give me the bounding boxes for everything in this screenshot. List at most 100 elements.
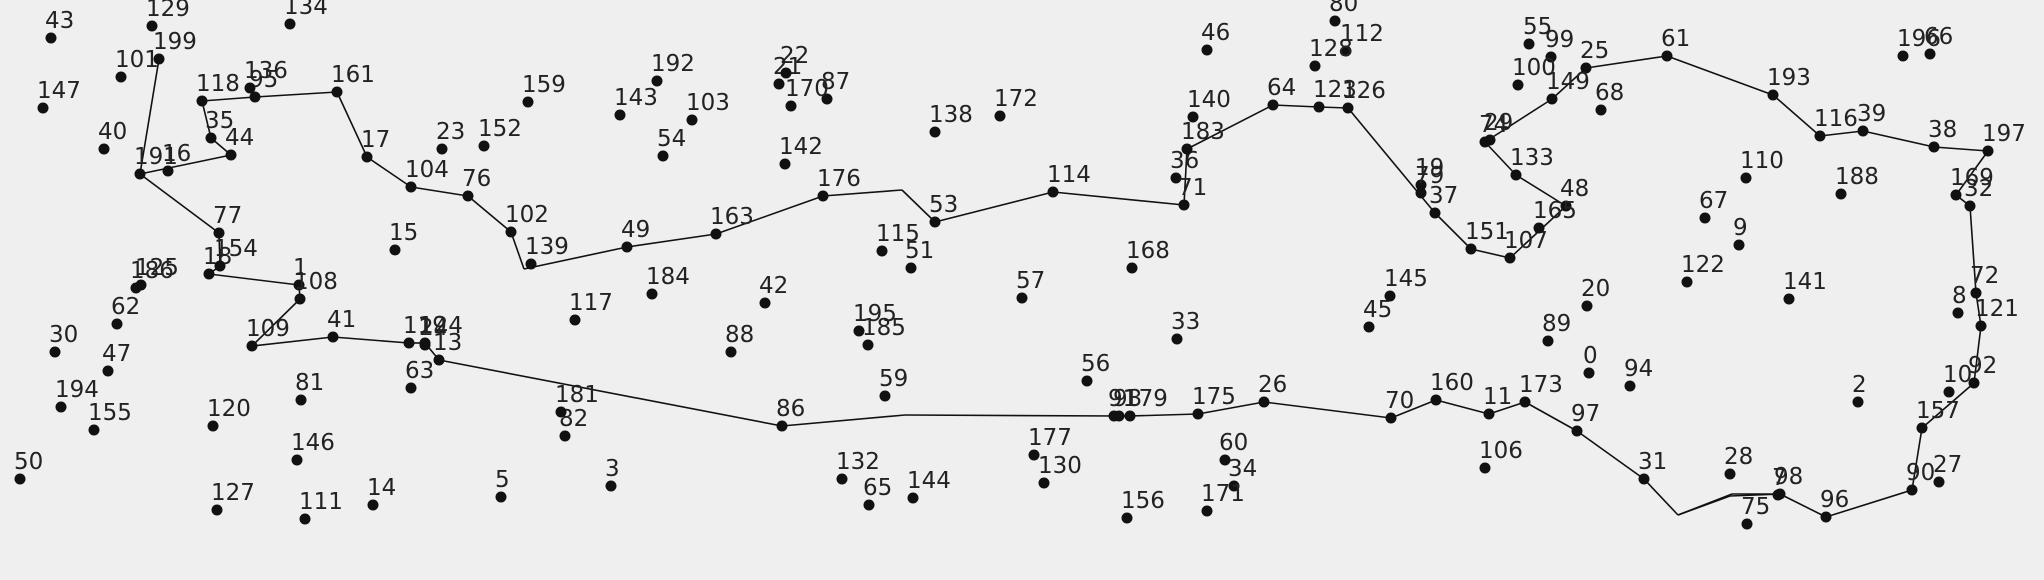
- node-label-15: 15: [389, 220, 418, 246]
- node-60: [1219, 454, 1231, 466]
- node-label-34: 34: [1228, 456, 1257, 482]
- node-57: [1016, 292, 1028, 304]
- edge-121-72: [1975, 292, 1982, 327]
- node-label-181: 181: [555, 382, 599, 408]
- node-54: [657, 150, 669, 162]
- node-label-175: 175: [1192, 384, 1236, 410]
- node-label-124: 124: [419, 313, 463, 339]
- node-115: [876, 245, 888, 257]
- node-label-41: 41: [327, 307, 356, 333]
- node-171: [1201, 505, 1213, 517]
- node-21: [773, 78, 785, 90]
- edge-86-164: [781, 414, 906, 427]
- node-27: [1933, 476, 1945, 488]
- node-label-39: 39: [1857, 101, 1886, 127]
- node-label-27: 27: [1933, 452, 1962, 478]
- edge-176-163: [715, 195, 824, 235]
- edge-96-90: [1825, 489, 1913, 518]
- node-label-161: 161: [331, 62, 375, 88]
- node-label-13: 13: [433, 330, 462, 356]
- node-label-79: 79: [1415, 163, 1444, 189]
- edge-12-58: [1677, 495, 1731, 516]
- node-label-106: 106: [1479, 438, 1523, 464]
- node-label-127: 127: [211, 480, 255, 506]
- node-31: [1638, 473, 1650, 485]
- node-label-97: 97: [1571, 401, 1600, 427]
- edge-90-157: [1911, 427, 1923, 491]
- node-label-30: 30: [49, 322, 78, 348]
- node-label-45: 45: [1363, 297, 1392, 323]
- node-92: [1968, 377, 1980, 389]
- node-46: [1201, 44, 1213, 56]
- node-169: [1950, 189, 1962, 201]
- node-80: [1329, 15, 1341, 27]
- edge-38-39: [1862, 130, 1935, 148]
- node-label-11: 11: [1483, 384, 1512, 410]
- edge-179-175: [1129, 413, 1199, 417]
- node-14: [367, 499, 379, 511]
- node-label-62: 62: [111, 294, 140, 320]
- node-label-160: 160: [1430, 370, 1474, 396]
- node-186: [130, 282, 142, 294]
- node-label-191: 191: [134, 144, 178, 170]
- node-label-140: 140: [1187, 87, 1231, 113]
- edge-98-12: [1729, 493, 1781, 497]
- node-172: [994, 110, 1006, 122]
- node-label-43: 43: [45, 8, 74, 34]
- node-label-120: 120: [207, 396, 251, 422]
- node-label-136: 136: [244, 58, 288, 84]
- node-0: [1583, 367, 1595, 379]
- node-47: [102, 365, 114, 377]
- node-label-149: 149: [1546, 69, 1590, 95]
- node-label-2: 2: [1852, 372, 1867, 398]
- edge-133-48: [1515, 174, 1567, 207]
- node-10: [1943, 386, 1955, 398]
- node-label-119: 119: [403, 313, 447, 339]
- node-label-76: 76: [462, 166, 491, 192]
- node-8: [1952, 307, 1964, 319]
- edge-197-38: [1933, 146, 1989, 152]
- node-label-66: 66: [1924, 24, 1953, 50]
- node-138: [929, 126, 941, 138]
- edge-49-105: [523, 246, 628, 270]
- node-33: [1171, 333, 1183, 345]
- node-199: [153, 53, 165, 65]
- node-39: [1857, 125, 1869, 137]
- node-103: [686, 114, 698, 126]
- node-label-17: 17: [361, 127, 390, 153]
- node-41: [327, 331, 339, 343]
- node-188: [1835, 188, 1847, 200]
- edge-199b-176: [822, 189, 903, 197]
- edge-104-17: [366, 156, 412, 188]
- node-label-92: 92: [1968, 353, 1997, 379]
- edge-92-121: [1973, 325, 1982, 384]
- node-142: [779, 158, 791, 170]
- node-183: [1181, 143, 1193, 155]
- node-label-114: 114: [1047, 162, 1091, 188]
- node-161: [331, 86, 343, 98]
- node-label-151: 151: [1465, 219, 1509, 245]
- node-195: [853, 325, 865, 337]
- node-label-146: 146: [291, 430, 335, 456]
- edge-44-191: [139, 154, 232, 175]
- node-110: [1740, 172, 1752, 184]
- node-43: [45, 32, 57, 44]
- edge-175-26: [1197, 401, 1265, 415]
- node-122: [1681, 276, 1693, 288]
- node-label-61: 61: [1661, 26, 1690, 52]
- node-label-170: 170: [785, 76, 829, 102]
- node-label-71: 71: [1178, 175, 1207, 201]
- node-107: [1504, 252, 1516, 264]
- node-179: [1124, 410, 1136, 422]
- edge-118-35: [201, 100, 212, 139]
- edge-61-25: [1585, 55, 1668, 69]
- node-label-129: 129: [146, 0, 190, 22]
- node-72: [1970, 287, 1982, 299]
- node-184: [646, 288, 658, 300]
- node-label-128: 128: [1309, 36, 1353, 62]
- node-140: [1187, 111, 1199, 123]
- node-label-188: 188: [1835, 164, 1879, 190]
- node-66: [1924, 48, 1936, 60]
- node-label-194: 194: [55, 377, 99, 403]
- node-42: [759, 297, 771, 309]
